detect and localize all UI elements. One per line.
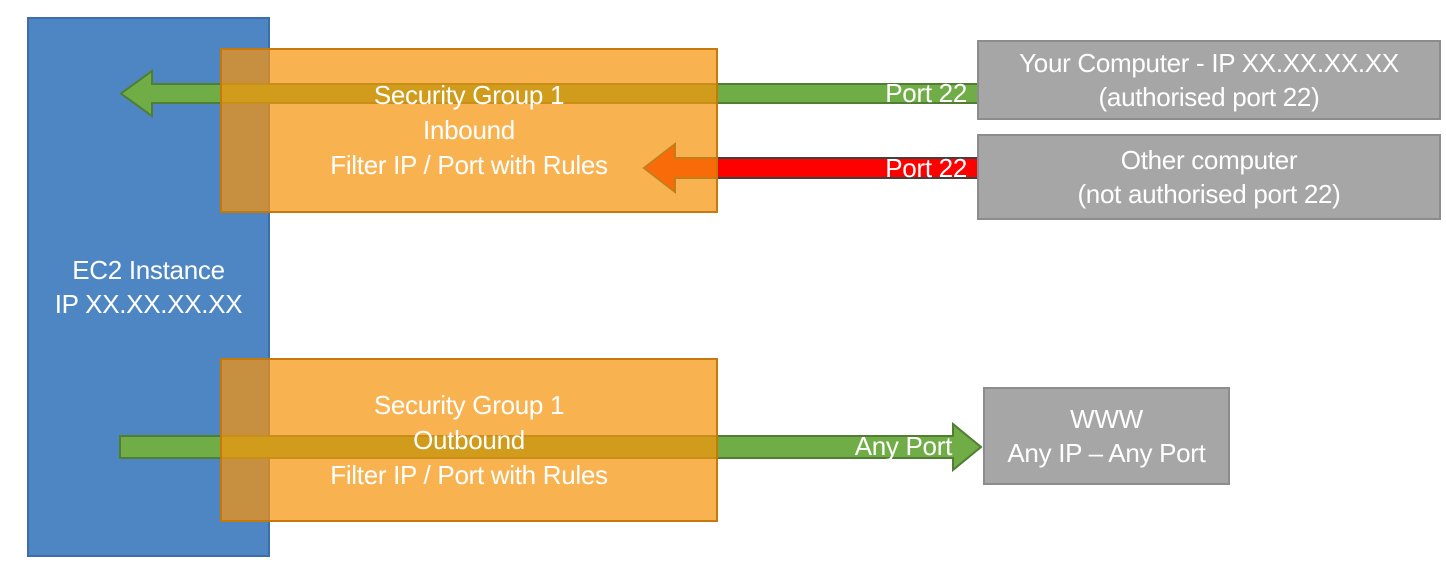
port22-allowed-label: Port 22	[885, 78, 967, 108]
sg-outbound-name: Security Group 1	[373, 389, 565, 420]
www-title: WWW	[1070, 404, 1143, 434]
port22-blocked-label: Port 22	[885, 153, 967, 183]
sg-inbound-box: Security Group 1 Inbound Filter IP / Por…	[220, 48, 718, 213]
ec2-instance-ip: IP XX.XX.XX.XX	[54, 289, 243, 319]
sg-outbound-direction: Outbound	[413, 424, 525, 455]
sg-outbound-rule: Filter IP / Port with Rules	[330, 459, 608, 490]
your-computer-note: (authorised port 22)	[1098, 82, 1320, 112]
www-box: WWW Any IP – Any Port	[983, 387, 1230, 485]
sg-outbound-box: Security Group 1 Outbound Filter IP / Po…	[220, 358, 718, 522]
your-computer-box: Your Computer - IP XX.XX.XX.XX (authoris…	[977, 40, 1441, 120]
other-computer-title: Other computer	[1120, 145, 1298, 175]
your-computer-title: Your Computer - IP XX.XX.XX.XX	[1019, 48, 1399, 78]
www-note: Any IP – Any Port	[1007, 438, 1206, 468]
other-computer-box: Other computer (not authorised port 22)	[977, 134, 1441, 220]
sg-inbound-rule: Filter IP / Port with Rules	[330, 150, 608, 180]
ec2-instance-title: EC2 Instance	[72, 255, 225, 285]
other-computer-note: (not authorised port 22)	[1077, 179, 1341, 209]
sg-inbound-direction: Inbound	[423, 115, 515, 145]
any-port-label: Any Port	[854, 431, 953, 461]
sg-inbound-name: Security Group 1	[373, 80, 565, 110]
